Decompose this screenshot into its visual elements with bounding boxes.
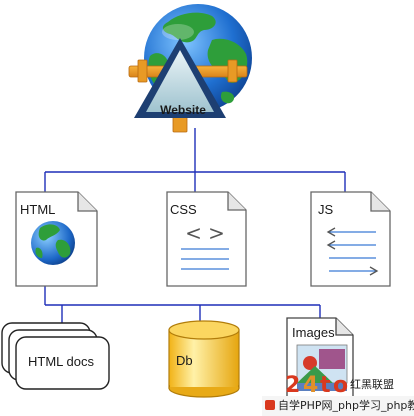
watermark-chip-icon <box>265 400 275 410</box>
document-icon <box>166 191 247 287</box>
file-label-css: CSS <box>170 202 197 217</box>
file-node-js: JS <box>310 191 391 287</box>
asset-node-images: Images <box>286 317 354 405</box>
stack-card-front <box>15 336 110 390</box>
website-label: Website <box>160 103 206 117</box>
watermark-bar-text: 自学PHP网_php学习_php教程 <box>278 399 414 412</box>
asset-label-images: Images <box>292 325 335 340</box>
asset-node-db: Db <box>168 320 240 398</box>
website-node: Website <box>128 4 252 133</box>
svg-text:2: 2 <box>285 373 300 398</box>
website-pyramid-icon <box>128 38 248 133</box>
watermark-logo-text: 红黑联盟 <box>350 378 394 391</box>
connector-lines <box>44 128 346 323</box>
file-node-html: HTML <box>15 191 98 287</box>
small-globe-icon <box>31 221 75 265</box>
asset-label-html-docs: HTML docs <box>28 354 94 369</box>
file-label-js: JS <box>318 202 334 217</box>
asset-node-html-docs: HTML docs <box>1 322 110 390</box>
watermark-bar: 自学PHP网_php学习_php教程 <box>262 396 414 416</box>
svg-text:t: t <box>320 373 331 398</box>
document-icon <box>310 191 391 287</box>
text-lines-icon <box>181 248 229 270</box>
svg-text:4: 4 <box>303 373 318 398</box>
asset-label-db: Db <box>176 353 193 368</box>
file-node-css: CSS < > <box>166 191 247 287</box>
code-arrows-icon <box>326 227 379 276</box>
code-brackets-icon: < > <box>185 221 225 245</box>
svg-text:o: o <box>333 373 348 398</box>
picture-icon <box>296 344 348 391</box>
watermark-logo: 2 4 t o <box>285 373 348 398</box>
file-label-html: HTML <box>20 202 55 217</box>
database-icon <box>168 320 240 398</box>
